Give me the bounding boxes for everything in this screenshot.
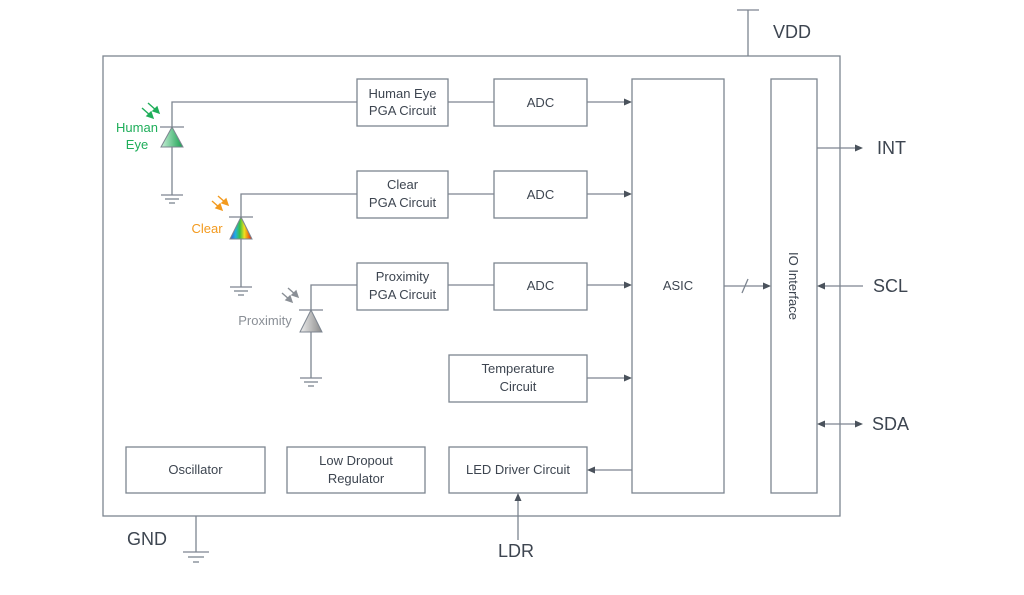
- asic-block: ASIC: [631, 78, 725, 494]
- clear-pga-block: Clear PGA Circuit: [356, 170, 449, 219]
- block-label: Proximity: [376, 269, 430, 284]
- block-label: ADC: [527, 187, 554, 202]
- block-label: Regulator: [328, 471, 385, 486]
- block-label: PGA Circuit: [369, 195, 437, 210]
- ground-icon: [300, 377, 322, 387]
- clear-label: Clear: [191, 221, 223, 236]
- block-label: PGA Circuit: [369, 103, 437, 118]
- adc-block-human-eye: ADC: [493, 78, 588, 127]
- scl-label: SCL: [873, 276, 908, 296]
- block-label: ADC: [527, 95, 554, 110]
- proximity-photodiode: Proximity: [238, 284, 357, 387]
- bus-arrow: [724, 278, 771, 294]
- human-eye-pga-block: Human Eye PGA Circuit: [356, 78, 449, 127]
- block-label: PGA Circuit: [369, 287, 437, 302]
- block-label: Oscillator: [168, 462, 223, 477]
- temperature-circuit-block: Temperature Circuit: [448, 354, 588, 403]
- gnd-label: GND: [127, 529, 167, 549]
- scl-pin: SCL: [817, 276, 908, 296]
- block-label: Human Eye: [369, 86, 437, 101]
- clear-photodiode: Clear: [191, 193, 357, 296]
- gnd-pin: GND: [127, 516, 209, 563]
- arrow: [587, 281, 632, 289]
- proximity-label: Proximity: [238, 313, 292, 328]
- proximity-diode-icon: [299, 308, 323, 333]
- io-interface-block: IO Interface: [770, 78, 818, 494]
- ground-icon: [230, 286, 252, 296]
- light-rays-icon: [141, 102, 161, 120]
- arrow: [587, 466, 632, 474]
- int-pin: INT: [817, 138, 906, 158]
- clear-diode-icon: [229, 215, 253, 240]
- led-driver-block: LED Driver Circuit: [448, 446, 588, 494]
- block-label: ADC: [527, 278, 554, 293]
- sda-pin: SDA: [817, 414, 909, 434]
- light-rays-icon: [281, 287, 300, 304]
- proximity-pga-block: Proximity PGA Circuit: [356, 262, 449, 311]
- ldo-block: Low Dropout Regulator: [286, 446, 426, 494]
- block-label: Circuit: [500, 379, 537, 394]
- sda-label: SDA: [872, 414, 909, 434]
- block-label: LED Driver Circuit: [466, 462, 570, 477]
- block-label: IO Interface: [786, 252, 801, 320]
- arrow: [587, 374, 632, 382]
- ldr-label: LDR: [498, 541, 534, 561]
- int-label: INT: [877, 138, 906, 158]
- human-eye-diode-icon: [160, 125, 184, 148]
- adc-block-clear: ADC: [493, 170, 588, 219]
- block-label: ASIC: [663, 278, 693, 293]
- human-eye-label-line1: Human: [116, 120, 158, 135]
- ldr-pin: LDR: [498, 493, 534, 561]
- block-label: Temperature: [482, 361, 555, 376]
- arrow: [587, 190, 632, 198]
- block-label: Low Dropout: [319, 453, 393, 468]
- ground-icon: [161, 194, 183, 204]
- light-rays-icon: [211, 195, 230, 212]
- vdd-pin: VDD: [737, 9, 811, 56]
- block-label: Clear: [387, 177, 419, 192]
- human-eye-photodiode: Human Eye: [116, 101, 357, 204]
- human-eye-label-line2: Eye: [126, 137, 148, 152]
- adc-block-proximity: ADC: [493, 262, 588, 311]
- vdd-label: VDD: [773, 22, 811, 42]
- oscillator-block: Oscillator: [125, 446, 266, 494]
- arrow: [587, 98, 632, 106]
